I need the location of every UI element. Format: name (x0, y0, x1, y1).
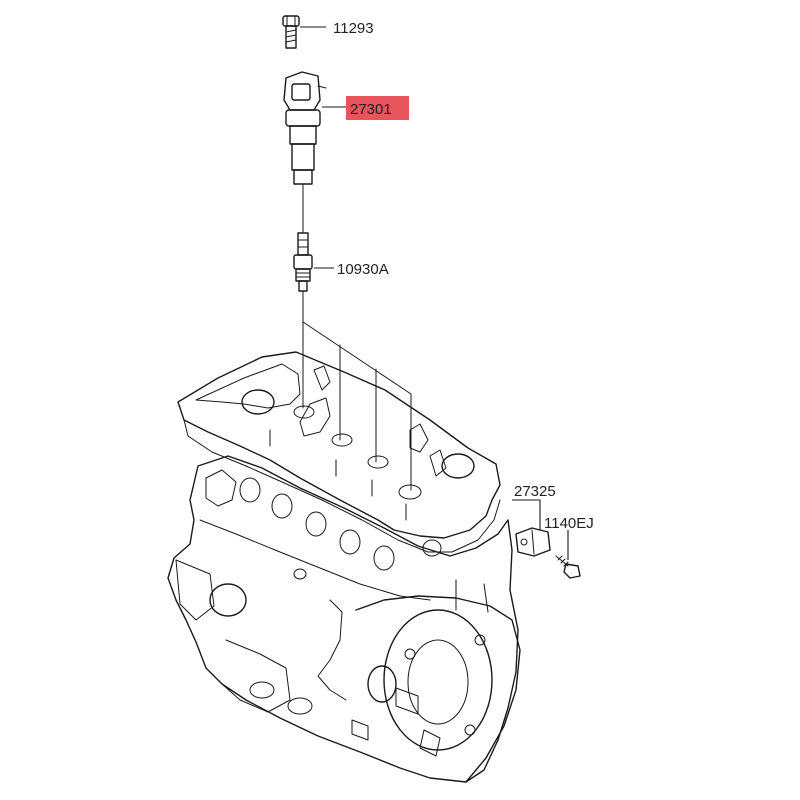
bolt-11293[interactable] (282, 15, 300, 49)
engine-cylinder-head (177, 351, 501, 553)
part-label-10930A: 10930A (337, 261, 389, 278)
ignition-coil-27301[interactable] (283, 71, 327, 233)
engine-bell-housing (355, 579, 521, 783)
part-label-11293: 11293 (333, 20, 374, 37)
part-label-27301: 27301 (350, 101, 392, 118)
cylinder-guide-lines (302, 295, 412, 491)
sensor-bolt-1140EJ[interactable] (555, 555, 581, 579)
part-label-highlight-27301 (346, 96, 409, 120)
part-label-1140EJ: 1140EJ (544, 515, 594, 532)
engine-block (167, 455, 519, 783)
spark-plug-10930A[interactable] (293, 232, 313, 297)
part-label-27325: 27325 (514, 483, 556, 500)
leader-27325 (512, 499, 541, 530)
knock-sensor-27325[interactable] (515, 527, 551, 557)
